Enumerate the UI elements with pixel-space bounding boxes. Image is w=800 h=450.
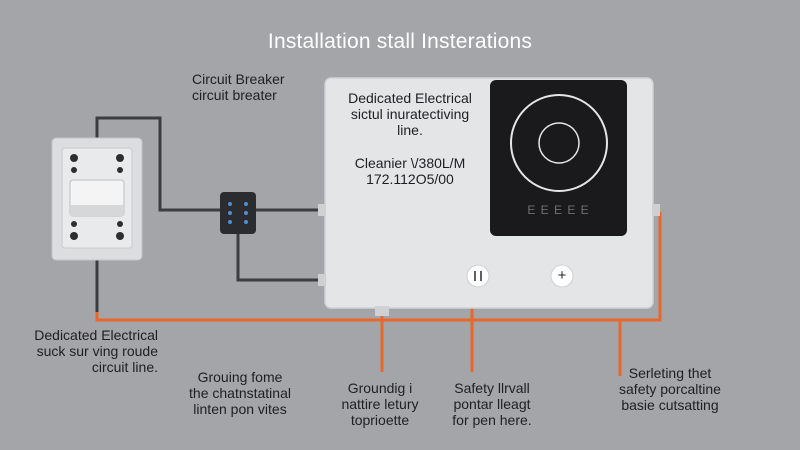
housing-connector-bottom [375,306,389,316]
ground-wire-main [95,212,662,322]
cooktop-glass [490,80,627,236]
label-dedicated-line-left: Dedicated Electrical suck sur ving roude… [34,327,158,375]
label-circuit-breaker: Circuit Breaker circuit breater [192,71,285,103]
wire-breaker-to-junction [95,116,224,212]
outlet-plus-icon: + [557,267,567,284]
outlet-plus-socket [550,264,574,288]
label-grounding-left: Grouing fome the chatnstatinal linten po… [189,369,291,417]
label-safety-right: Serleting thet safety porcaltine basie c… [619,365,721,413]
label-dedicated-line-top: Dedicated Electrical sictul inuratectivi… [348,90,472,138]
cooktop-control-panel: E E E E E [527,203,590,217]
outlet-socket [466,264,490,288]
label-safety-mid: Safety llrvall pontar lleagt for pen her… [452,380,532,428]
label-grounding-mid: Groundig i nattire letury toprioette [341,380,419,428]
cooktop-burner-outer [510,94,608,192]
diagram-title: Installation stall Insterations [267,30,533,53]
label-model-number: Cleanier \/380L/M 172.112O5/00 [354,155,466,187]
housing-connector-left-lower [318,274,326,286]
cooktop-burner-inner [538,122,580,164]
wire-junction-to-main-lower [236,232,322,282]
housing-connector-right [652,204,660,216]
junction-box [220,192,256,234]
housing-connector-left [318,204,326,216]
